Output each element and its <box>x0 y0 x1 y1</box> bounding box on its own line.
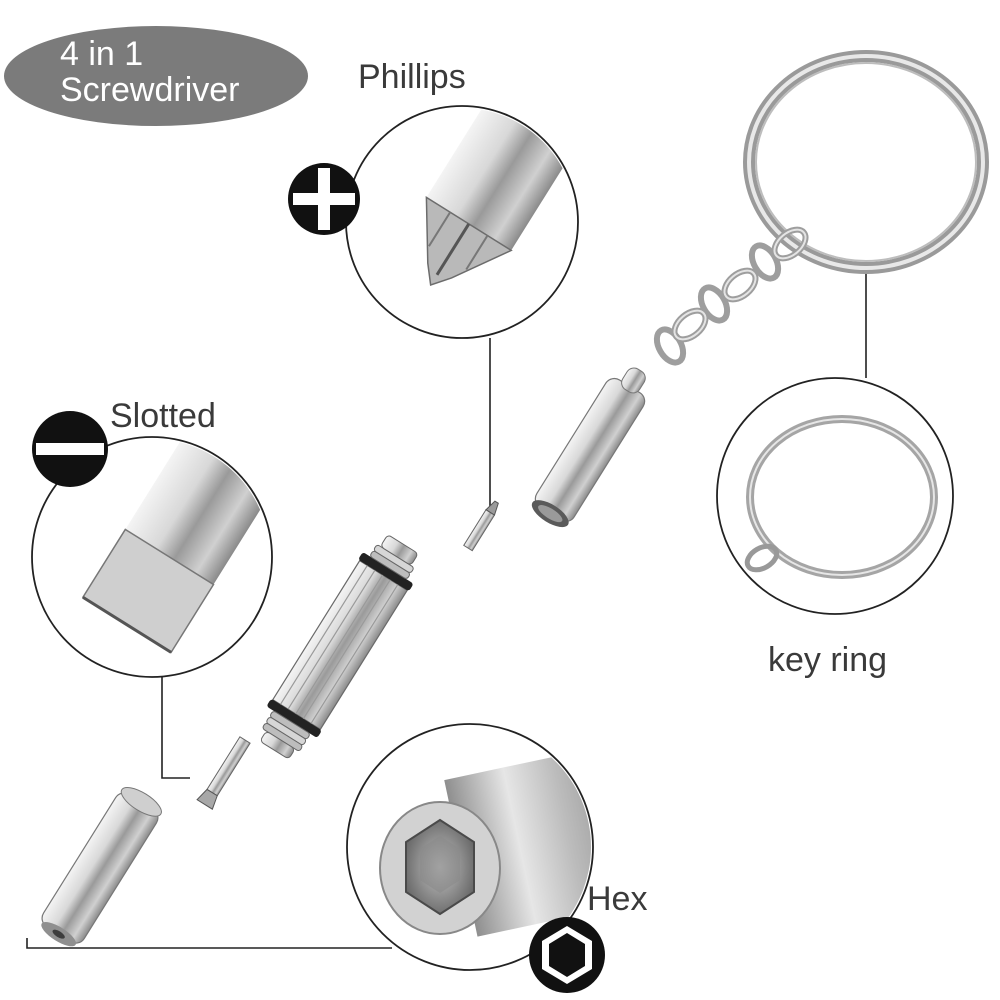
title-badge <box>4 26 308 126</box>
plus-badge-icon <box>288 163 360 235</box>
keyring-detail-circle <box>716 377 954 615</box>
phillips-label: Phillips <box>358 58 466 96</box>
title-line-2: Screwdriver <box>60 71 240 109</box>
key-ring-label: key ring <box>768 641 888 679</box>
phillips-detail-circle <box>345 105 579 339</box>
top-cap <box>531 367 646 528</box>
callout-lines <box>26 265 867 949</box>
hex-detail-circle <box>346 723 594 971</box>
slotted-detail-circle <box>31 436 273 678</box>
slotted-label: Slotted <box>110 397 216 435</box>
screwdriver-body <box>196 500 499 810</box>
key-ring-main <box>743 50 989 274</box>
bottom-cap <box>41 786 162 947</box>
hex-label: Hex <box>587 880 648 918</box>
title-line-1: 4 in 1 <box>60 35 144 73</box>
title-text: 4 in 1 Screwdriver <box>60 36 300 108</box>
slotted-callout-line <box>161 676 190 779</box>
minus-badge-icon <box>32 411 108 487</box>
hexagon-badge-icon <box>529 917 605 993</box>
hex-callout-line <box>26 938 392 949</box>
